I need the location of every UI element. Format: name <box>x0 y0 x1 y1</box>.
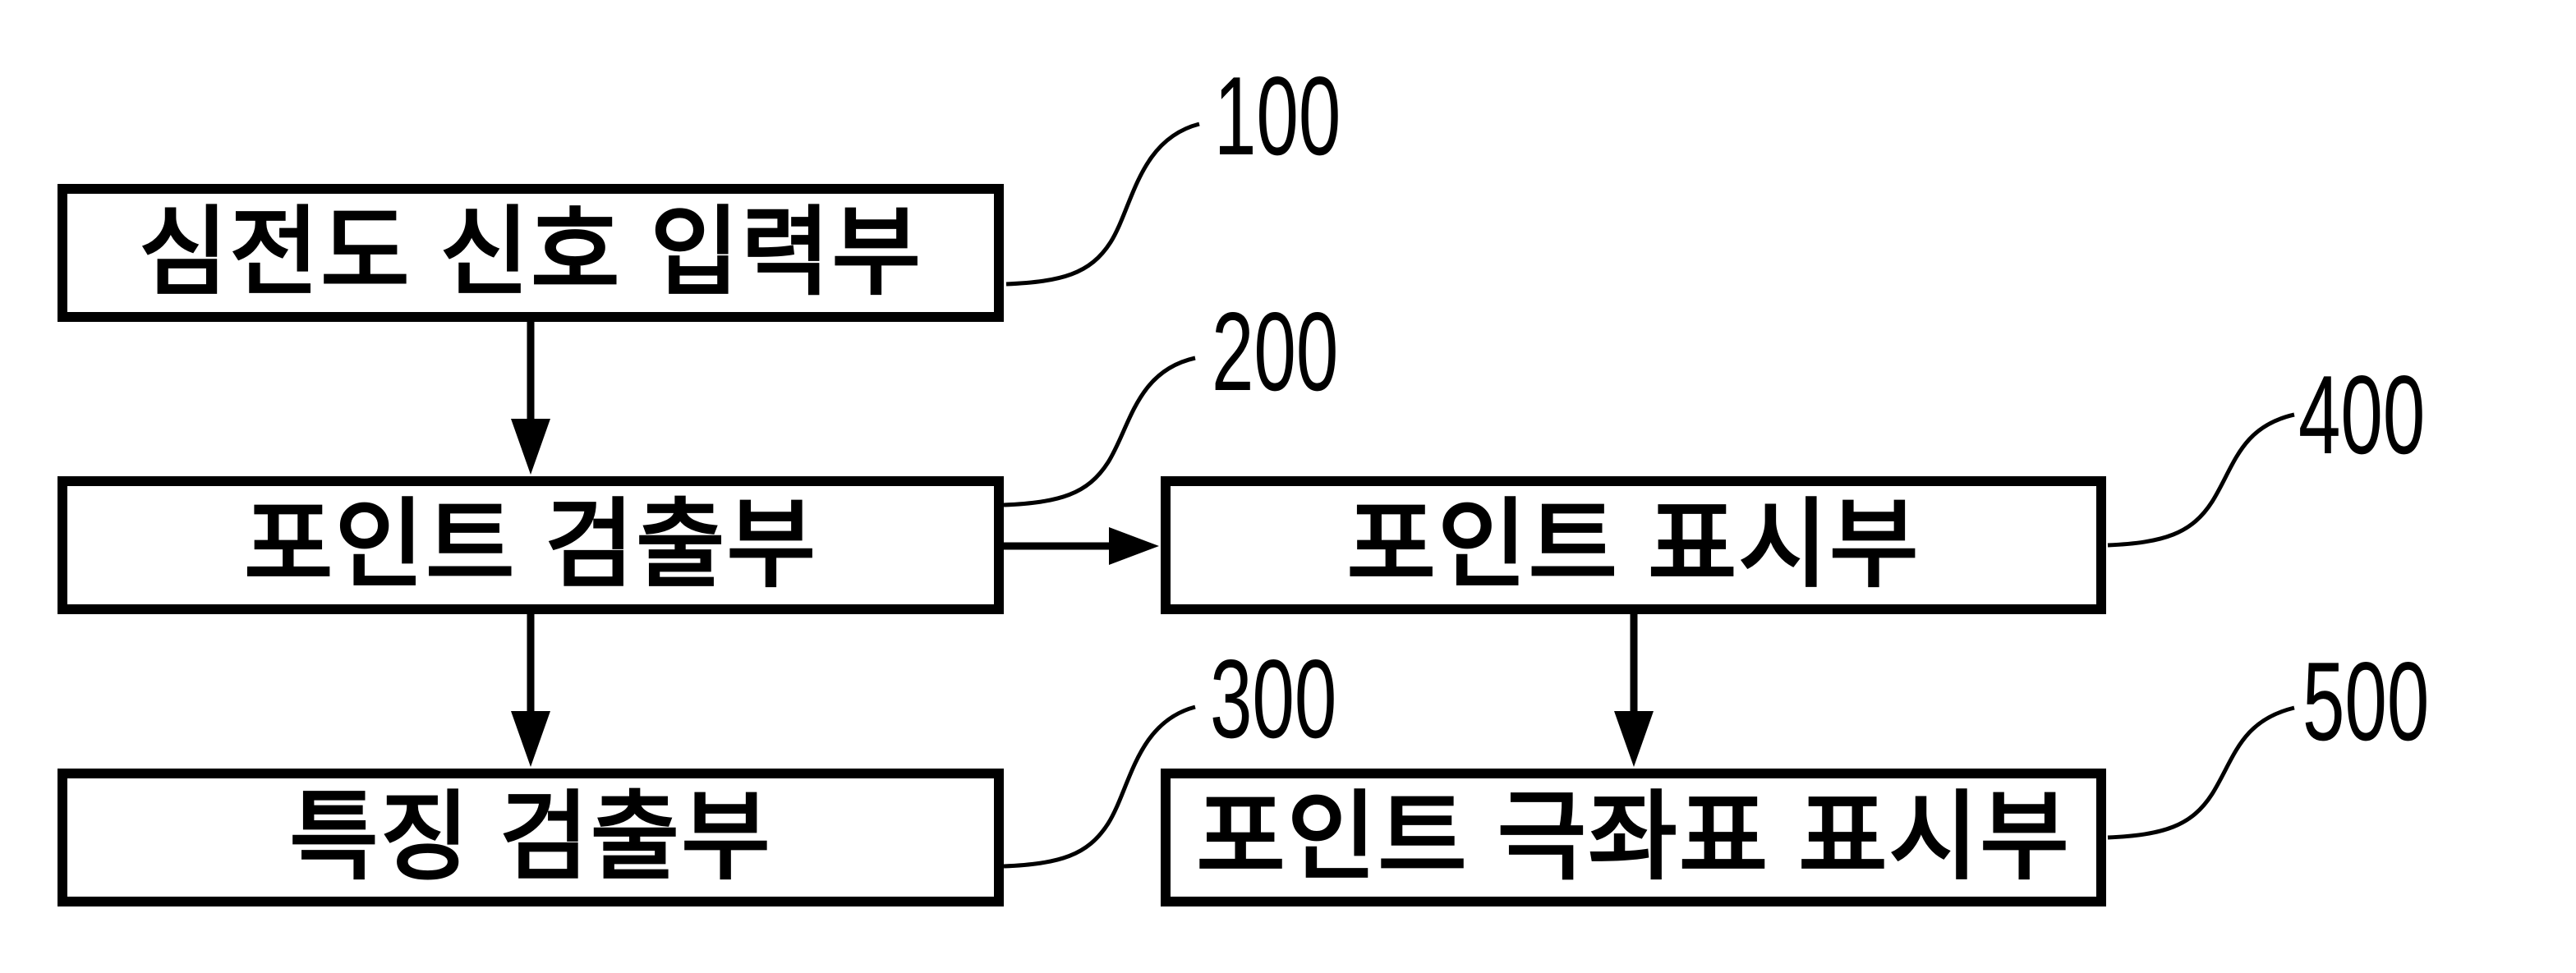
leader-line-300 <box>1003 705 1196 869</box>
block-ecg-signal-input-label: 심전도 신호 입력부 <box>138 199 923 307</box>
leader-line-100 <box>1005 122 1200 287</box>
block-feature-detection-label: 특징 검출부 <box>289 783 772 892</box>
arrow-200-to-400 <box>1004 527 1159 565</box>
arrowhead-down-icon <box>511 419 550 475</box>
block-point-detection: 포인트 검출부 <box>58 476 1004 614</box>
arrow-200-to-300 <box>511 614 550 767</box>
arrow-400-to-500 <box>1614 614 1654 767</box>
block-point-detection-label: 포인트 검출부 <box>243 491 818 599</box>
ref-numeral-400: 400 <box>2298 352 2426 477</box>
ref-numeral-200: 200 <box>1212 289 1339 414</box>
arrowhead-down-icon <box>1614 711 1654 767</box>
block-point-display-label: 포인트 표시부 <box>1346 491 1920 599</box>
ref-numeral-100: 100 <box>1214 53 1341 178</box>
arrowhead-right-icon <box>1109 527 1159 565</box>
ref-numeral-500: 500 <box>2302 639 2430 764</box>
leader-line-200 <box>1003 356 1196 507</box>
leader-line-500 <box>2107 705 2295 840</box>
arrow-100-to-200 <box>511 322 550 475</box>
ref-numeral-300: 300 <box>1210 636 1337 761</box>
leader-line-400 <box>2107 412 2295 548</box>
block-feature-detection: 특징 검출부 <box>58 769 1004 906</box>
arrowhead-down-icon <box>511 711 550 767</box>
block-point-polar-display-label: 포인트 극좌표 표시부 <box>1196 783 2071 892</box>
block-point-display: 포인트 표시부 <box>1161 476 2106 614</box>
block-ecg-signal-input: 심전도 신호 입력부 <box>58 184 1004 322</box>
block-point-polar-display: 포인트 극좌표 표시부 <box>1161 769 2106 906</box>
